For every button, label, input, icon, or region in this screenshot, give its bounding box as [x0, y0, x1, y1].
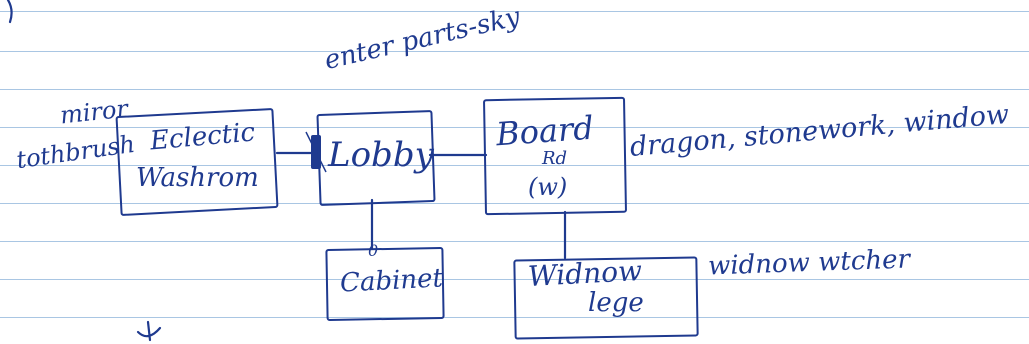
- door-marker: [305, 131, 327, 173]
- window-ledge-label-line1: Widnow: [527, 254, 643, 293]
- board-room-label-line3: (w): [528, 173, 568, 201]
- window-watcher-note: widnow wtcher: [707, 244, 911, 282]
- cabinet-label: Cabinet: [339, 263, 444, 299]
- bottom-left-squiggle: [136, 320, 162, 342]
- board-room-label-line1: Board: [494, 108, 595, 154]
- window-ledge-label-line2: lege: [588, 288, 644, 318]
- cabinet-marker: 0: [368, 241, 379, 260]
- top-left-squiggle: [6, 0, 13, 24]
- lobby-label: Lobby: [328, 135, 434, 175]
- board-room-label-line2: Rd: [542, 148, 568, 169]
- eclectic-washroom-label-line2: Washrom: [136, 163, 259, 193]
